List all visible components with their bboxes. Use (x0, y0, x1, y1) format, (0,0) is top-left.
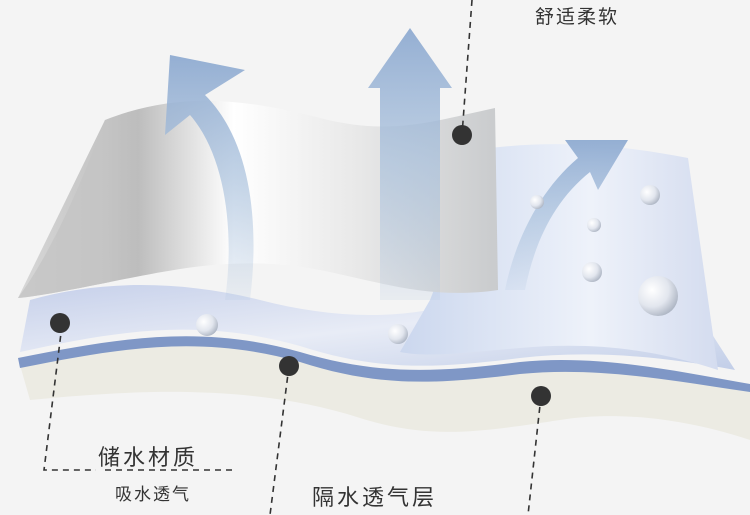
water-droplet-icon (638, 276, 678, 316)
water-droplet-icon (196, 314, 218, 336)
water-droplet-icon (388, 324, 408, 344)
water-droplet-icon (582, 262, 602, 282)
callout-dot-icon (452, 125, 472, 145)
water-droplet-icon (640, 185, 660, 205)
water-droplet-icon (530, 195, 544, 209)
callout-dot-icon (279, 356, 299, 376)
bottom-base-layer (20, 343, 750, 440)
comfort-top-layer (18, 100, 498, 298)
top-layer-shadow (18, 120, 110, 298)
callout-dot-icon (531, 386, 551, 406)
comfort-label: 舒适柔软 (535, 6, 620, 28)
water-droplet-icon (587, 218, 601, 232)
callout-dot-icon (50, 313, 70, 333)
barrier-label: 隔水透气层 (312, 486, 438, 511)
barrier-layer-edge (18, 336, 750, 392)
storage-label: 储水材质 (98, 446, 199, 471)
callout-lines (43, 0, 542, 515)
arrow-up-icon (505, 140, 628, 290)
storage-sub-label: 吸水透气 (115, 485, 191, 505)
arrow-up-icon (165, 55, 254, 300)
arrow-up-icon (368, 28, 452, 300)
